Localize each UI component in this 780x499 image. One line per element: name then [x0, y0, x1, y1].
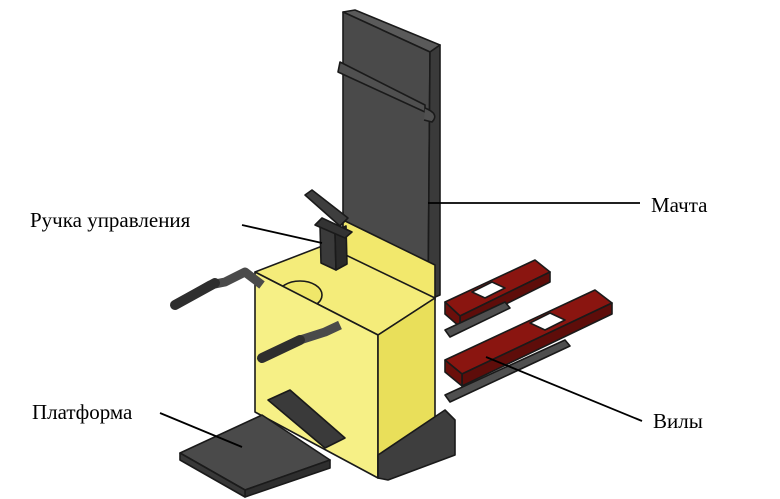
platform [179, 389, 346, 498]
body [254, 244, 456, 481]
mast [337, 9, 441, 301]
label-platform: Платформа [32, 400, 133, 424]
label-forks: Вилы [653, 409, 703, 433]
leader-lines [159, 202, 643, 448]
forks [444, 259, 613, 403]
control-handle [304, 189, 353, 271]
label-mast: Мачта [651, 193, 708, 217]
label-control-handle: Ручка управления [30, 208, 191, 232]
side-handles [170, 267, 342, 363]
